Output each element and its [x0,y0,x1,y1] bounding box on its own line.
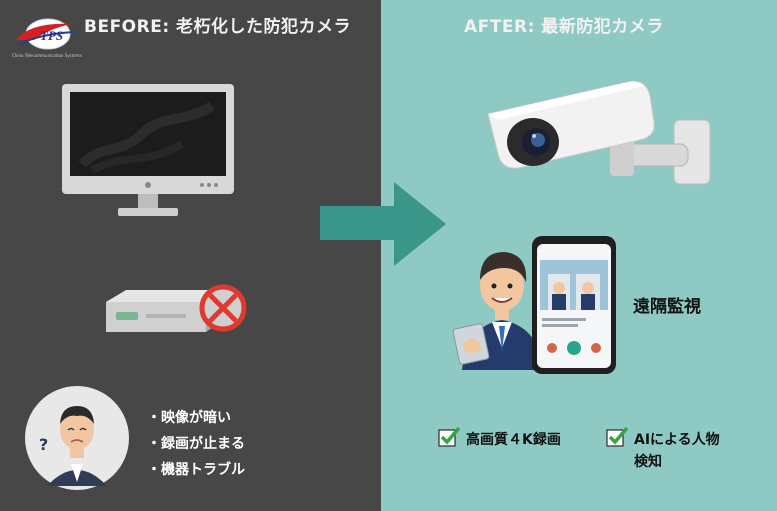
worried-person-avatar: ? [25,386,129,490]
issue-item: ・機器トラブル [147,462,245,478]
security-camera-icon [487,80,711,185]
prohibited-icon [199,284,247,332]
after-title: AFTER: 最新防犯カメラ [464,17,664,37]
logo-caption: China Telecommunication Systems [12,53,82,58]
checkbox-check-icon [606,427,628,447]
checkbox-check-icon [438,427,460,447]
company-logo: TPS [16,18,75,50]
businessman-icon [452,252,544,370]
feature-label: AIによる人物 [634,432,720,448]
svg-text:?: ? [39,435,48,454]
smartphone-icon [532,236,616,374]
logo-text: TPS [40,28,63,43]
issue-item: ・映像が暗い [147,410,231,426]
feature-label-continued: 検知 [634,454,662,470]
arrow-right-icon [320,182,446,266]
feature-label: 高画質４K録画 [466,432,561,448]
issue-list: ・映像が暗い ・録画が止まる ・機器トラブル [147,405,245,483]
issue-item: ・録画が止まる [147,436,245,452]
remote-monitoring-label: 遠隔監視 [633,297,701,317]
old-monitor-icon [62,84,234,216]
before-title: BEFORE: 老朽化した防犯カメラ [84,17,352,37]
